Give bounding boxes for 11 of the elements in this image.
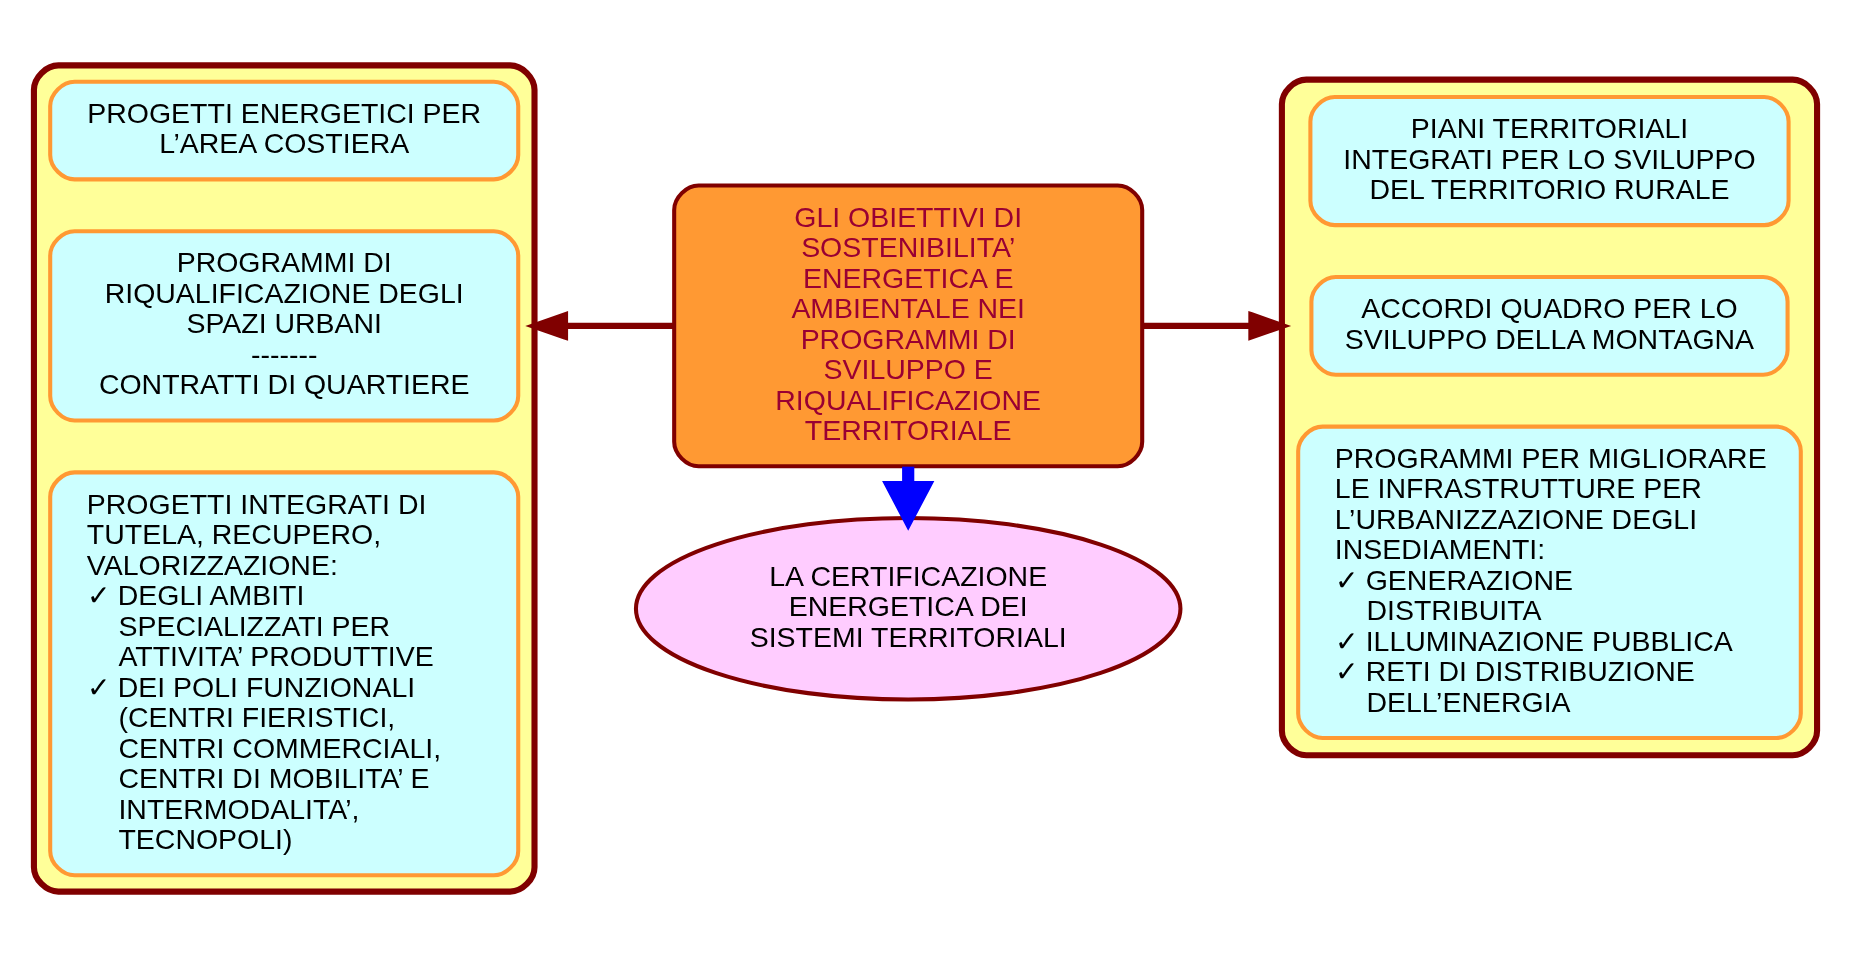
cluster [1278, 76, 1820, 758]
cluster [30, 61, 538, 895]
node-box: ACCORDI QUADRO PER LO SVILUPPO DELLA MONTAGNA [1308, 274, 1790, 377]
arrow [881, 466, 934, 531]
node-box: PROGRAMMI DI RIQUALIFICAZIONE DEGLI SPAZI URBANI ------- CONTRATTI DI QUARTIERE [47, 228, 520, 423]
node-box: PROGETTI INTEGRATI DI TUTELA, RECUPERO, VALORIZZAZIONE: ✓ DEGLI AMBITI SPECIALIZZATI PER ATTIVITA’ PRODUTTIVE ✓ DEI POLI FUNZIONALI (CENTRI FIERISTICI, CENTRI COMMERCIALI, CENTRI DI MOBILITA’ E INTERMODALITA’, TECNOPOLI) [47, 469, 520, 877]
node-box: PROGRAMMI PER MIGLIORARE LE INFRASTRUTTURE PER L’URBANIZZAZIONE DEGLI INSEDIAMENTI: ✓ GENERAZIONE DISTRIBUITA ✓ ILLUMINAZIONE PUBBLICA ✓ RETI DI DISTRIBUZIONE DELL’ENERGIA [1295, 424, 1803, 740]
node-box: PROGETTI ENERGETICI PER L’AREA COSTIERA [47, 79, 520, 181]
node-box: GLI OBIETTIVI DI SOSTENIBILITA’ ENERGETICA E AMBIENTALE NEI PROGRAMMI DI SVILUPPO E RIQUALIFICAZIONE TERRITORIALE [671, 182, 1144, 468]
node-ellipse: LA CERTIFICAZIONE ENERGETICA DEI SISTEMI TERRITORIALI [633, 515, 1182, 702]
node-box: PIANI TERRITORIALI INTEGRATI PER LO SVILUPPO DEL TERRITORIO RURALE [1307, 94, 1791, 227]
